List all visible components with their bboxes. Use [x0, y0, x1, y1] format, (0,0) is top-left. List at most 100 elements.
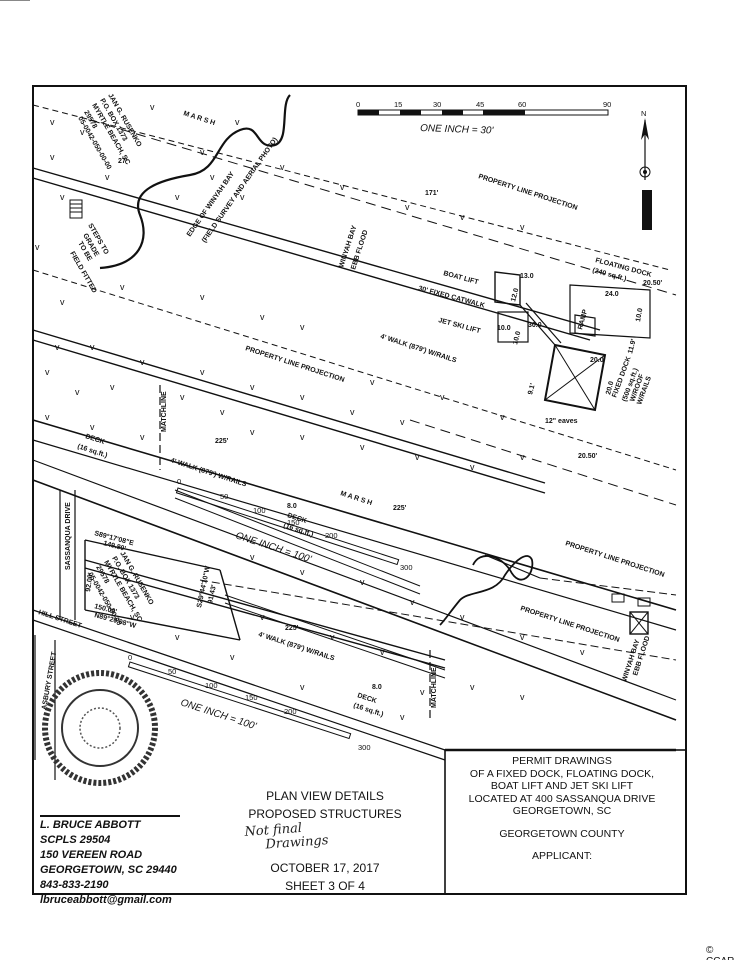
svg-text:v: v [50, 152, 55, 162]
svg-text:4' WALK (879') W/RAILS: 4' WALK (879') W/RAILS [257, 631, 335, 662]
svg-text:SASSANQUA DRIVE: SASSANQUA DRIVE [65, 502, 72, 570]
svg-text:v: v [200, 147, 205, 157]
svg-text:JET SKI LIFT: JET SKI LIFT [437, 317, 481, 335]
svg-text:v: v [380, 647, 385, 657]
svg-text:0: 0 [356, 100, 360, 109]
dock-structures [0, 0, 651, 412]
svg-text:8.0: 8.0 [372, 684, 382, 691]
svg-text:v: v [350, 407, 355, 417]
drawing-date: OCTOBER 17, 2017 [270, 861, 380, 875]
svg-text:9.1': 9.1' [527, 382, 537, 395]
svg-text:v: v [35, 242, 40, 252]
svg-text:PROPERTY LINE PROJECTION: PROPERTY LINE PROJECTION [519, 605, 620, 644]
county: GEORGETOWN COUNTY [499, 827, 625, 840]
svg-text:M A R S H: M A R S H [182, 110, 215, 127]
svg-text:v: v [110, 382, 115, 392]
marsh-edge-curve-mid [439, 555, 534, 626]
top-upland-lines [32, 104, 677, 631]
svg-text:v: v [140, 357, 145, 367]
surveyor-email: lbruceabbott@gmail.com [40, 894, 172, 906]
dock-symbol-mid [611, 593, 651, 635]
svg-text:v: v [440, 392, 445, 402]
svg-text:v: v [460, 212, 465, 222]
edge-of-bay-curve [99, 94, 291, 270]
sheet-number: SHEET 3 OF 4 [285, 879, 365, 893]
plan-title-2: PROPOSED STRUCTURES [248, 807, 402, 821]
svg-text:v: v [60, 297, 65, 307]
surveyor-info: L. BRUCE ABBOTT SCPLS 29504 150 VEREEN R… [40, 815, 180, 908]
svg-text:150: 150 [245, 693, 258, 702]
svg-text:v: v [330, 632, 335, 642]
svg-text:30.0: 30.0 [528, 322, 542, 329]
svg-text:v: v [180, 392, 185, 402]
svg-text:171': 171' [425, 190, 439, 197]
svg-text:v: v [250, 427, 255, 437]
permit-line-5: GEORGETOWN, SC [512, 805, 612, 817]
svg-text:v: v [415, 452, 420, 462]
svg-text:150: 150 [287, 518, 300, 527]
svg-text:v: v [230, 652, 235, 662]
svg-text:MATCHLINE: MATCHLINE [431, 667, 438, 708]
sheet-border [32, 85, 687, 895]
scale-bar-top: 0 15 30 45 60 90 ONE INCH = 30' [356, 100, 611, 137]
svg-text:v: v [500, 412, 505, 422]
svg-text:30: 30 [433, 100, 441, 109]
permit-block: PERMIT DRAWINGS OF A FIXED DOCK, FLOATIN… [447, 755, 677, 863]
surveyor-address-2: GEORGETOWN, SC 29440 [40, 864, 177, 876]
svg-text:v: v [75, 387, 80, 397]
svg-text:v: v [300, 432, 305, 442]
north-arrow-icon: N [639, 109, 651, 180]
svg-text:v: v [220, 407, 225, 417]
svg-text:100: 100 [253, 506, 266, 515]
svg-text:v: v [210, 172, 215, 182]
svg-text:v: v [460, 612, 465, 622]
svg-text:v: v [340, 182, 345, 192]
svg-text:v: v [360, 442, 365, 452]
steps-icon [69, 199, 83, 219]
svg-text:v: v [300, 567, 305, 577]
svg-text:200: 200 [325, 531, 338, 540]
svg-text:ASBURY STREET: ASBURY STREET [41, 651, 58, 711]
svg-text:13.0: 13.0 [520, 273, 534, 280]
svg-text:10.0: 10.0 [512, 330, 522, 345]
svg-text:24.0: 24.0 [605, 291, 619, 298]
svg-text:v: v [410, 597, 415, 607]
svg-text:8.0: 8.0 [287, 503, 297, 510]
svg-text:v: v [50, 117, 55, 127]
svg-text:20.0: 20.0 [590, 357, 604, 364]
svg-text:v: v [140, 432, 145, 442]
svg-text:ONE INCH = 100': ONE INCH = 100' [179, 697, 258, 732]
svg-text:50: 50 [220, 492, 228, 501]
permit-line-2: OF A FIXED DOCK, FLOATING DOCK, [469, 767, 655, 780]
svg-text:10.0: 10.0 [497, 325, 511, 332]
svg-text:v: v [260, 312, 265, 322]
svg-text:v: v [90, 422, 95, 432]
permit-line-1: PERMIT DRAWINGS [512, 755, 612, 767]
svg-text:0: 0 [128, 653, 132, 662]
svg-text:50: 50 [168, 667, 176, 676]
svg-text:PROPERTY LINE PROJECTION: PROPERTY LINE PROJECTION [477, 173, 578, 212]
plan-title-block: PLAN VIEW DETAILS PROPOSED STRUCTURES OC… [230, 787, 420, 895]
svg-text:30' FIXED CATWALK: 30' FIXED CATWALK [417, 285, 485, 309]
svg-text:v: v [175, 632, 180, 642]
jet-ski-lift [497, 311, 529, 343]
svg-text:BOAT LIFT: BOAT LIFT [442, 270, 479, 286]
svg-text:DECK: DECK [84, 433, 105, 446]
svg-text:45: 45 [476, 100, 484, 109]
permit-line-3: BOAT LIFT AND JET SKI LIFT [490, 780, 634, 792]
svg-text:60: 60 [518, 100, 526, 109]
svg-text:v: v [130, 612, 135, 622]
svg-text:v: v [300, 682, 305, 692]
svg-text:100: 100 [205, 681, 218, 690]
svg-text:v: v [250, 382, 255, 392]
svg-text:(FIELD SURVEY AND AERIAL PHOTO: (FIELD SURVEY AND AERIAL PHOTO) [201, 136, 279, 244]
svg-text:PROPERTY LINE PROJECTION: PROPERTY LINE PROJECTION [564, 540, 665, 579]
svg-text:92.00': 92.00' [85, 572, 95, 592]
surveyor-address-1: 150 VEREEN ROAD [40, 849, 143, 861]
svg-text:v: v [120, 282, 125, 292]
svg-text:4' WALK (879') W/RAILS: 4' WALK (879') W/RAILS [379, 333, 457, 364]
svg-text:v: v [235, 117, 240, 127]
svg-text:FIELD FITTED: FIELD FITTED [68, 251, 97, 295]
